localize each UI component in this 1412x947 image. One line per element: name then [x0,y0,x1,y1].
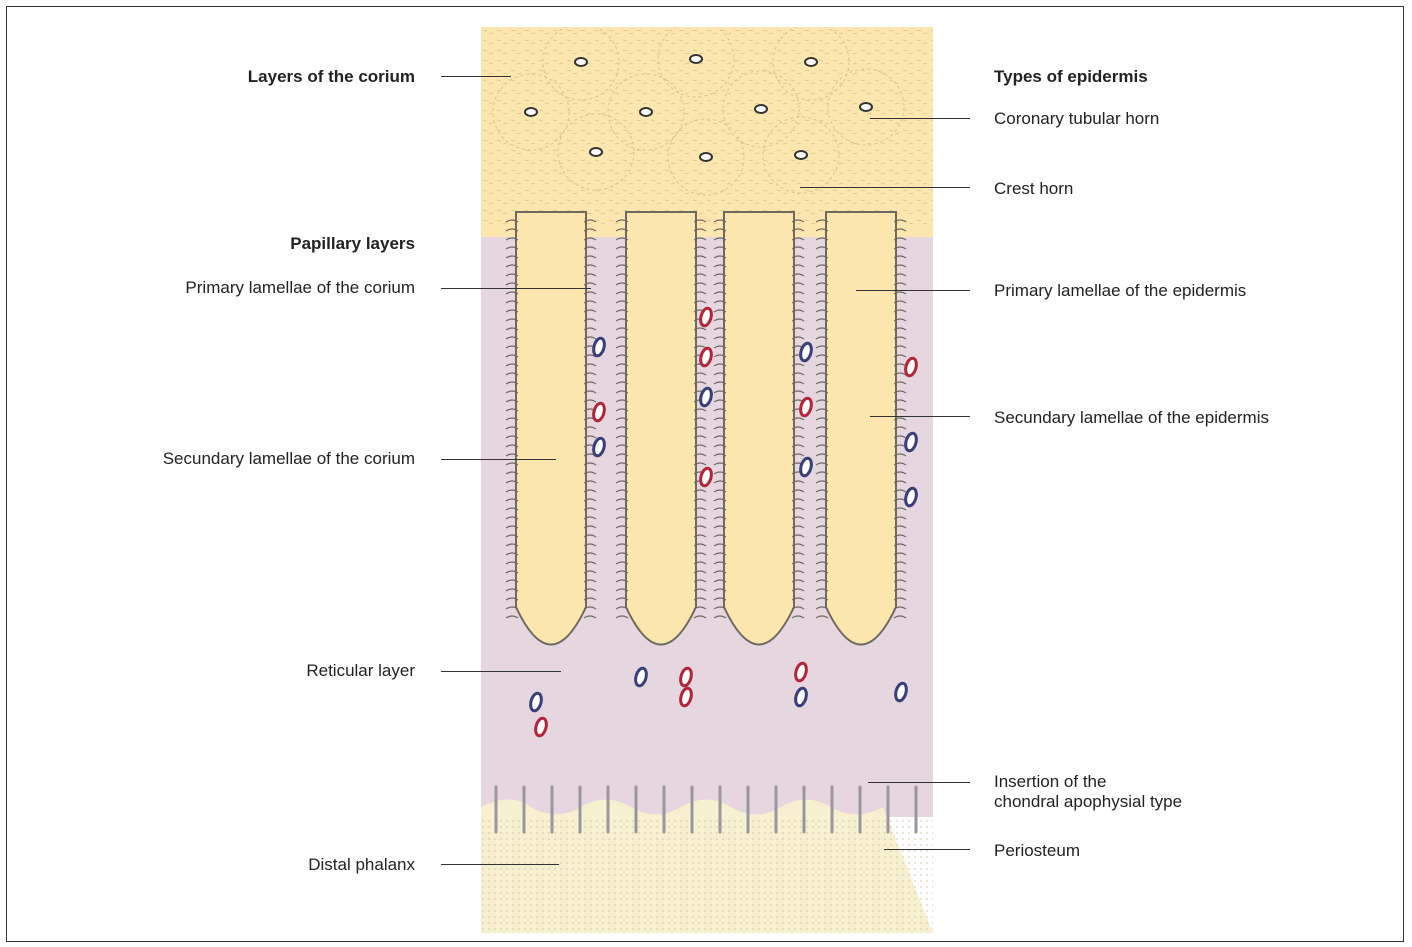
tubule-lumen [805,58,817,66]
label-crest-horn: Crest horn [994,179,1073,199]
label-types-of-epidermis: Types of epidermis [994,67,1148,87]
epidermal-lamella [626,212,696,645]
hoof-wall-cross-section [481,27,933,933]
label-layers-of-corium: Layers of the corium [248,67,415,87]
label-insertion-line2: chondral apophysial type [994,792,1182,812]
leader-periosteum [884,849,970,850]
tubule-lumen [690,55,702,63]
label-coronary-tubular-horn: Coronary tubular horn [994,109,1159,129]
tubule-lumen [525,108,537,116]
leader-primary-lamellae-epidermis [856,290,970,291]
epidermal-lamella [724,212,794,645]
tubule-lumen [640,108,652,116]
epidermal-lamella [826,212,896,645]
label-insertion-line1: Insertion of the [994,772,1106,792]
leader-crest-horn [800,187,970,188]
leader-primary-lamellae-corium [441,288,591,289]
leader-reticular-layer [441,671,561,672]
label-primary-lamellae-corium: Primary lamellae of the corium [185,278,415,298]
leader-coronary-tubular-horn [870,118,970,119]
label-reticular-layer: Reticular layer [306,661,415,681]
label-secundary-lamellae-epidermis: Secundary lamellae of the epidermis [994,408,1269,428]
leader-insertion [868,782,970,783]
leader-secundary-lamellae-epidermis [870,416,970,417]
label-distal-phalanx: Distal phalanx [308,855,415,875]
tubule-lumen [575,58,587,66]
tubule-lumen [700,153,712,161]
leader-layers-of-corium [441,76,511,77]
label-secundary-lamellae-corium: Secundary lamellae of the corium [163,449,415,469]
epidermal-lamella [516,212,586,645]
leader-secundary-lamellae-corium [441,459,556,460]
label-primary-lamellae-epidermis: Primary lamellae of the epidermis [994,281,1246,301]
tubule-lumen [755,105,767,113]
label-papillary-layers: Papillary layers [290,234,415,254]
leader-distal-phalanx [441,864,559,865]
label-periosteum: Periosteum [994,841,1080,861]
tubule-lumen [795,151,807,159]
tubule-lumen [590,148,602,156]
tubule-lumen [860,103,872,111]
